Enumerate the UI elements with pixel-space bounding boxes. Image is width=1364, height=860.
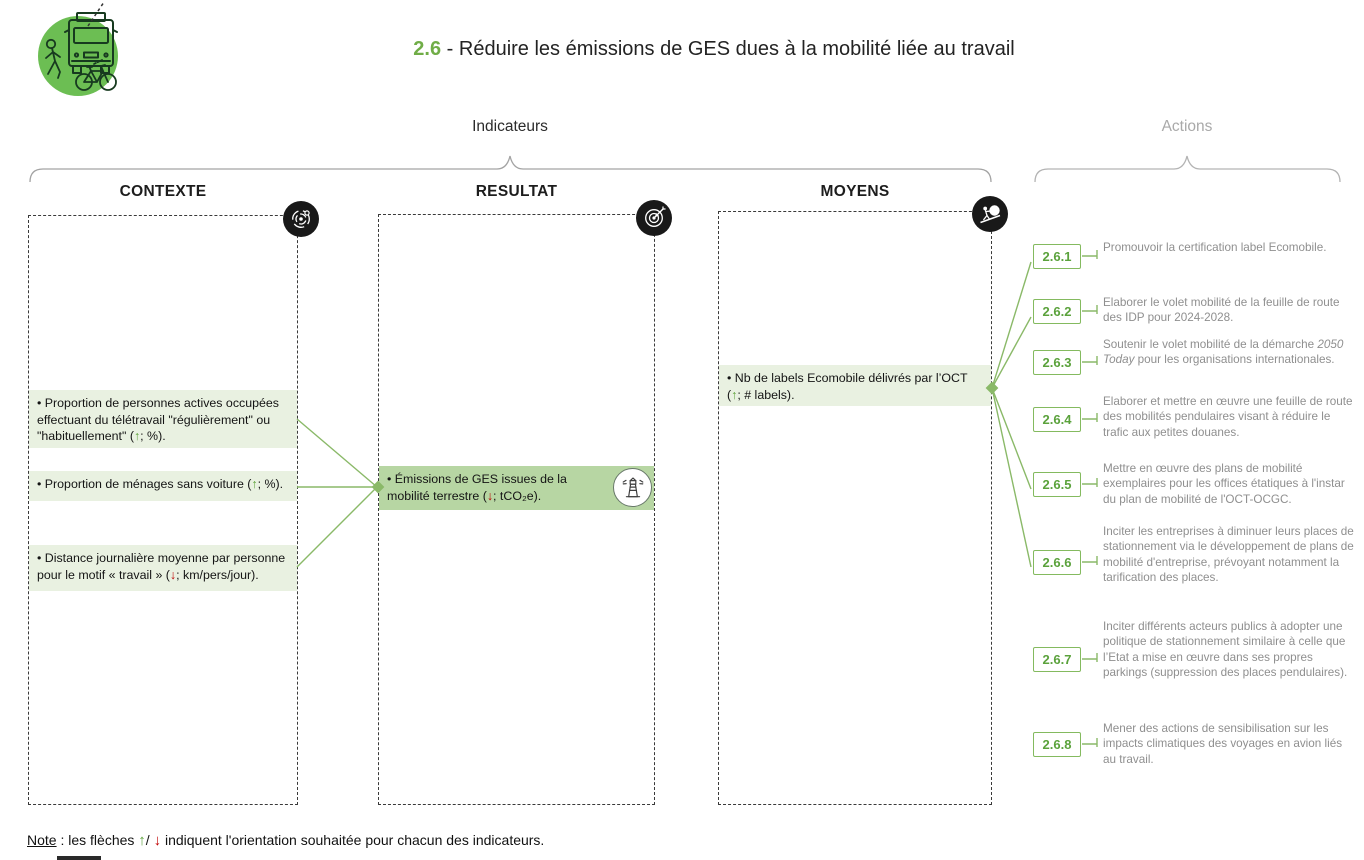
panel-header-resultat: RESULTAT	[475, 183, 558, 200]
action-id-box: 2.6.2	[1033, 299, 1081, 324]
dartboard-icon	[636, 200, 672, 236]
radar-icon	[283, 201, 319, 237]
objective-number: 2.6	[413, 38, 442, 60]
actions-group-label: Actions	[1161, 118, 1213, 135]
action-description: Mettre en œuvre des plans de mobilité ex…	[1103, 462, 1345, 506]
indicator-item-labels-ecomobile: • Nb de labels Ecomobile délivrés par l’…	[719, 365, 991, 406]
panel-contexte	[28, 215, 298, 805]
action-description: Inciter différents acteurs publics à ado…	[1103, 620, 1348, 680]
indicator-item-menages-sans-voiture: • Proportion de ménages sans voiture (↑;…	[29, 471, 297, 501]
action-id-box: 2.6.8	[1033, 732, 1081, 757]
panel-moyens	[718, 211, 992, 805]
down-arrow-icon: ↓	[486, 488, 494, 503]
cropped-element	[57, 856, 101, 860]
ball-uphill-icon	[972, 196, 1008, 232]
title-text: Réduire les émissions de GES dues à la m…	[458, 38, 1015, 60]
down-arrow-icon: ↓	[153, 832, 162, 849]
panel-header-moyens: MOYENS	[820, 183, 890, 200]
up-arrow-icon: ↑	[138, 832, 146, 849]
italic-text: 2050 Today	[1103, 338, 1344, 367]
lighthouse-icon	[613, 468, 652, 507]
action-id-box: 2.6.6	[1033, 550, 1081, 575]
down-arrow-icon: ↓	[169, 567, 177, 582]
action-id-box: 2.6.5	[1033, 472, 1081, 497]
bus-pedestrian-bicycle-icon	[36, 8, 120, 100]
action-id-box: 2.6.3	[1033, 350, 1081, 375]
action-id-box: 2.6.1	[1033, 244, 1081, 269]
action-description: Inciter les entreprises à diminuer leurs…	[1103, 525, 1354, 585]
action-description: Elaborer le volet mobilité de la feuille…	[1103, 296, 1340, 325]
up-arrow-icon: ↑	[133, 429, 141, 444]
note: Note : les flèches ↑/ ↓ indiquent l'orie…	[27, 832, 545, 849]
action-id-box: 2.6.4	[1033, 407, 1081, 432]
page-title: 2.6 - Réduire les émissions de GES dues …	[64, 38, 1364, 61]
action-id-box: 2.6.7	[1033, 647, 1081, 672]
title-separator: -	[446, 38, 454, 60]
indicators-group-label: Indicateurs	[472, 118, 548, 135]
indicator-item-emissions-ges: • Émissions de GES issues de la mobilité…	[379, 466, 654, 510]
action-description: Mener des actions de sensibilisation sur…	[1103, 722, 1343, 766]
action-description: Elaborer et mettre en œuvre une feuille …	[1103, 395, 1353, 439]
action-description: Promouvoir la certification label Ecomob…	[1103, 241, 1327, 254]
action-description: Soutenir le volet mobilité de la démarch…	[1103, 338, 1344, 367]
up-arrow-icon: ↑	[731, 387, 738, 402]
note-label: Note	[27, 832, 57, 848]
indicator-item-distance-journaliere: • Distance journalière moyenne par perso…	[29, 545, 297, 591]
panel-header-contexte: CONTEXTE	[119, 183, 207, 200]
up-arrow-icon: ↑	[251, 477, 258, 491]
indicator-item-teletravail: • Proportion de personnes actives occupé…	[29, 390, 297, 448]
